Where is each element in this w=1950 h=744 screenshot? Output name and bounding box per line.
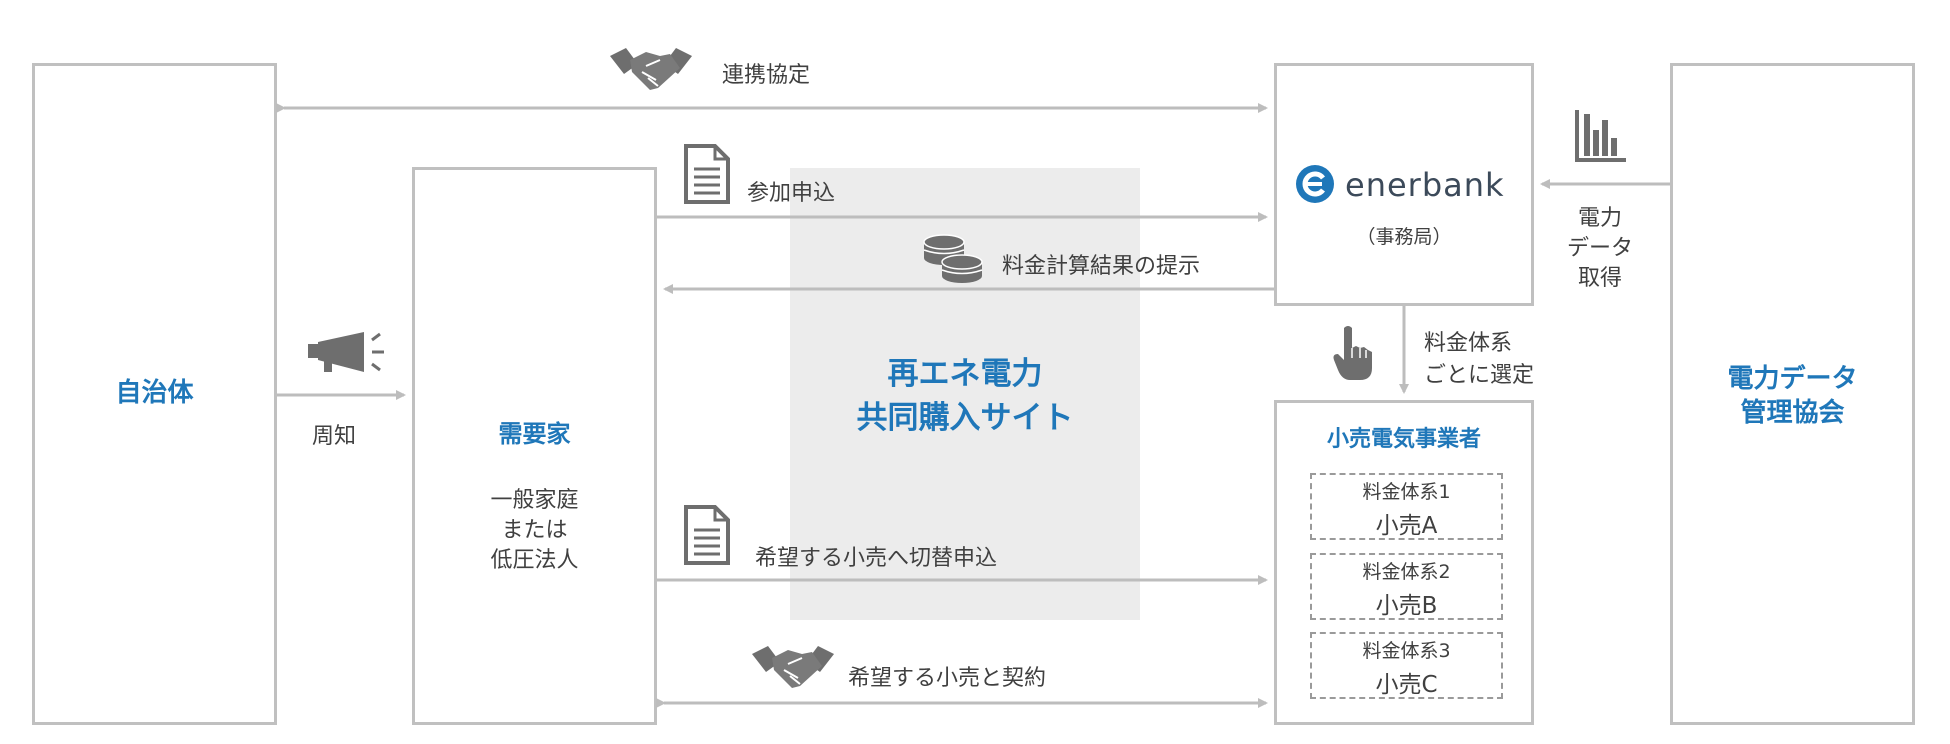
plan-label: 料金体系2	[1362, 561, 1451, 583]
handshake-icon	[750, 640, 836, 696]
retailer-plan-1: 料金体系1 小売A	[1310, 473, 1503, 540]
retailer-plan-3: 料金体系3 小売C	[1310, 632, 1503, 699]
retailer-name: 小売B	[1375, 593, 1438, 619]
plan-label: 料金体系1	[1362, 481, 1451, 503]
enerbank-logo-text: enerbank	[1345, 166, 1505, 204]
bar-chart-icon	[1572, 108, 1628, 168]
retailer-name: 小売A	[1375, 513, 1438, 539]
select-label-2: ごとに選定	[1424, 363, 1535, 388]
retailer-plan-2: 料金体系2 小売B	[1310, 553, 1503, 620]
partnership-label: 連携協定	[722, 63, 811, 88]
megaphone-icon	[306, 330, 390, 380]
document-icon	[683, 504, 731, 570]
coins-icon	[922, 232, 984, 288]
consumer-title: 需要家	[498, 420, 571, 448]
site-title-2: 共同購入サイト	[856, 400, 1074, 436]
data-association-box	[1670, 63, 1915, 725]
site-area	[790, 168, 1140, 620]
pointer-hand-icon	[1332, 324, 1376, 386]
notice-label: 周知	[312, 424, 357, 449]
consumer-desc-1: 一般家庭	[490, 488, 579, 513]
data-association-title-1: 電力データ	[1727, 364, 1858, 394]
enerbank-logo-icon	[1295, 164, 1335, 204]
data-get-label-3: 取得	[1577, 266, 1622, 291]
handshake-icon	[608, 42, 694, 98]
document-icon	[683, 143, 731, 209]
select-label-1: 料金体系	[1424, 331, 1513, 356]
municipality-box	[32, 63, 277, 725]
municipality-title: 自治体	[115, 378, 194, 408]
data-get-label-1: 電力	[1577, 206, 1622, 231]
plan-label: 料金体系3	[1362, 640, 1451, 662]
retailer-title: 小売電気事業者	[1326, 427, 1481, 452]
consumer-desc-3: 低圧法人	[490, 548, 579, 573]
retailer-name: 小売C	[1375, 672, 1438, 698]
application-label: 参加申込	[747, 181, 836, 206]
site-title-1: 再エネ電力	[887, 356, 1043, 392]
consumer-desc-2: または	[501, 518, 568, 543]
contract-label: 希望する小売と契約	[848, 666, 1047, 691]
fee-result-label: 料金計算結果の提示	[1002, 254, 1201, 279]
data-association-title-2: 管理協会	[1740, 398, 1845, 428]
data-get-label-2: データ	[1566, 236, 1633, 261]
enerbank-sub: （事務局）	[1356, 226, 1452, 248]
switch-label: 希望する小売へ切替申込	[755, 546, 998, 571]
consumer-box	[412, 167, 657, 725]
